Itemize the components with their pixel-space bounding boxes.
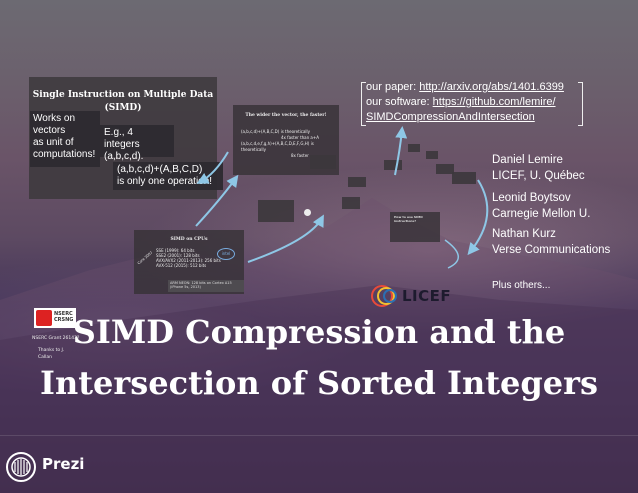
cpu-line2: SSE2 (2001): 128 bits	[156, 253, 200, 258]
wider-line3: (a,b,c,d,e,f,g,h)+(A,B,C,D,E,F,G,H) is t…	[241, 141, 314, 152]
simd-panel-title: Single Instruction on Multiple Data (SIM…	[29, 89, 217, 115]
one-operation-note: (a,b,c,d)+(A,B,C,D) is only one operatio…	[113, 162, 223, 190]
wider-line4: 8x faster	[291, 153, 309, 158]
cpu-line3: AVX/AVX2 (2011-2013): 256 bits	[156, 258, 221, 263]
arm-line1: ARM NEON: 128 bits on Cortex A15	[170, 281, 232, 285]
maple-leaf-icon	[36, 310, 52, 326]
licef-logo-text: LICEF	[402, 287, 452, 305]
links-bracket-right	[578, 82, 583, 126]
author-affiliation: Verse Communications	[492, 244, 611, 256]
author-boytsov: Leonid Boytsov Carnegie Mellon U.	[492, 190, 590, 222]
prezi-brand[interactable]: Prezi	[42, 455, 85, 473]
oneop-line2: is only one operation!	[117, 176, 213, 187]
oneop-line1: (a,b,c,d)+(A,B,C,D)	[117, 164, 203, 175]
links-bracket-left	[361, 82, 366, 126]
nserc-line1: NSERC	[54, 311, 73, 317]
path-node[interactable]	[452, 172, 476, 184]
thanks-line2: Callan	[38, 355, 53, 360]
cpu-panel-title: SIMD on CPUs	[170, 237, 208, 242]
author-name: Leonid Boytsov	[492, 192, 571, 204]
nserc-line2: CRSNG	[54, 317, 74, 323]
path-node[interactable]	[436, 164, 454, 174]
works-line3: as unit of	[33, 137, 74, 148]
links-block: our paper: http://arxiv.org/abs/1401.639…	[366, 80, 564, 125]
works-line4: computations!	[33, 149, 96, 160]
thanks-line1: Thanks to J.	[38, 348, 65, 353]
title-line-2: Intersection of Sorted Integers	[40, 364, 598, 402]
wider-panel-title: The wider the vector, the faster!	[245, 113, 327, 118]
software-link-cont[interactable]: SIMDCompressionAndIntersection	[366, 111, 535, 123]
cpu-side-label: Core 2007	[136, 250, 154, 266]
prezi-logo-icon[interactable]	[5, 451, 37, 483]
author-affiliation: LICEF, U. Québec	[492, 170, 585, 182]
title-line-1: SIMD Compression and the	[72, 313, 566, 351]
software-line: our software: https://github.com/lemire/	[366, 95, 564, 110]
author-affiliation: Carnegie Mellon U.	[492, 208, 591, 220]
cpu-line4: AVX-512 (2015): 512 bits	[156, 263, 207, 268]
intel-logo: intel	[217, 248, 235, 260]
nserc-logo-text: NSERC CRSNG	[54, 311, 73, 323]
footer-divider	[0, 435, 638, 436]
doc-box-title: How to use SIMD instructions?	[394, 215, 423, 223]
nserc-logo: NSERC CRSNG	[34, 308, 76, 328]
wider-line2: 4x faster than a+A	[281, 135, 319, 140]
paper-line: our paper: http://arxiv.org/abs/1401.639…	[366, 80, 564, 95]
cpu-list: SSE (1999): 64 bits SSE2 (2001): 128 bit…	[156, 248, 221, 268]
simd-title-line1: Single Instruction on Multiple Data	[32, 90, 214, 100]
integers-example-note: E.g., 4 integers (a,b,c,d).	[100, 125, 174, 162]
author-name: Nathan Kurz	[492, 228, 556, 240]
how-to-use-simd-panel[interactable]: How to use SIMD instructions?	[390, 212, 440, 242]
software-label: our software:	[366, 96, 433, 108]
paper-label: our paper:	[366, 81, 420, 93]
wider-line1: (a,b,c,d)+(A,B,C,D) is theoretically	[241, 129, 310, 134]
plus-others: Plus others...	[492, 280, 551, 291]
integers-line2: (a,b,c,d).	[104, 151, 144, 162]
author-name: Daniel Lemire	[492, 154, 563, 166]
path-node[interactable]	[258, 200, 294, 222]
author-lemire: Daniel Lemire LICEF, U. Québec	[492, 152, 585, 184]
path-node[interactable]	[342, 197, 360, 209]
author-kurz: Nathan Kurz Verse Communications	[492, 226, 610, 258]
licef-logo-icon	[371, 285, 397, 307]
mini-thumbnail[interactable]	[310, 155, 336, 169]
path-node[interactable]	[384, 160, 402, 170]
cpu-line1: SSE (1999): 64 bits	[156, 248, 195, 253]
works-on-vectors-note: Works on vectors as unit of computations…	[30, 111, 100, 167]
software-line2: SIMDCompressionAndIntersection	[366, 110, 564, 125]
wider-panel-body: (a,b,c,d)+(A,B,C,D) is theoretically 4x …	[241, 129, 337, 159]
works-line2: vectors	[33, 125, 66, 136]
simd-title-line2: (SIMD)	[104, 103, 142, 113]
path-dot[interactable]	[304, 209, 311, 216]
integers-line1: E.g., 4 integers	[104, 127, 140, 150]
works-line1: Works on	[33, 113, 76, 124]
thanks-note: Thanks to J. Callan	[38, 347, 64, 361]
path-node[interactable]	[348, 177, 366, 187]
paper-link[interactable]: http://arxiv.org/abs/1401.6399	[419, 81, 564, 93]
path-node[interactable]	[408, 144, 420, 152]
arm-neon-note: ARM NEON: 128 bits on Cortex A15 (iPhone…	[168, 280, 244, 292]
arm-line2: (iPhone 5s, 2013)	[170, 285, 201, 289]
grant-note: NSERC Grant 26143?	[32, 336, 80, 341]
path-node[interactable]	[426, 151, 438, 159]
software-link[interactable]: https://github.com/lemire/	[432, 96, 556, 108]
